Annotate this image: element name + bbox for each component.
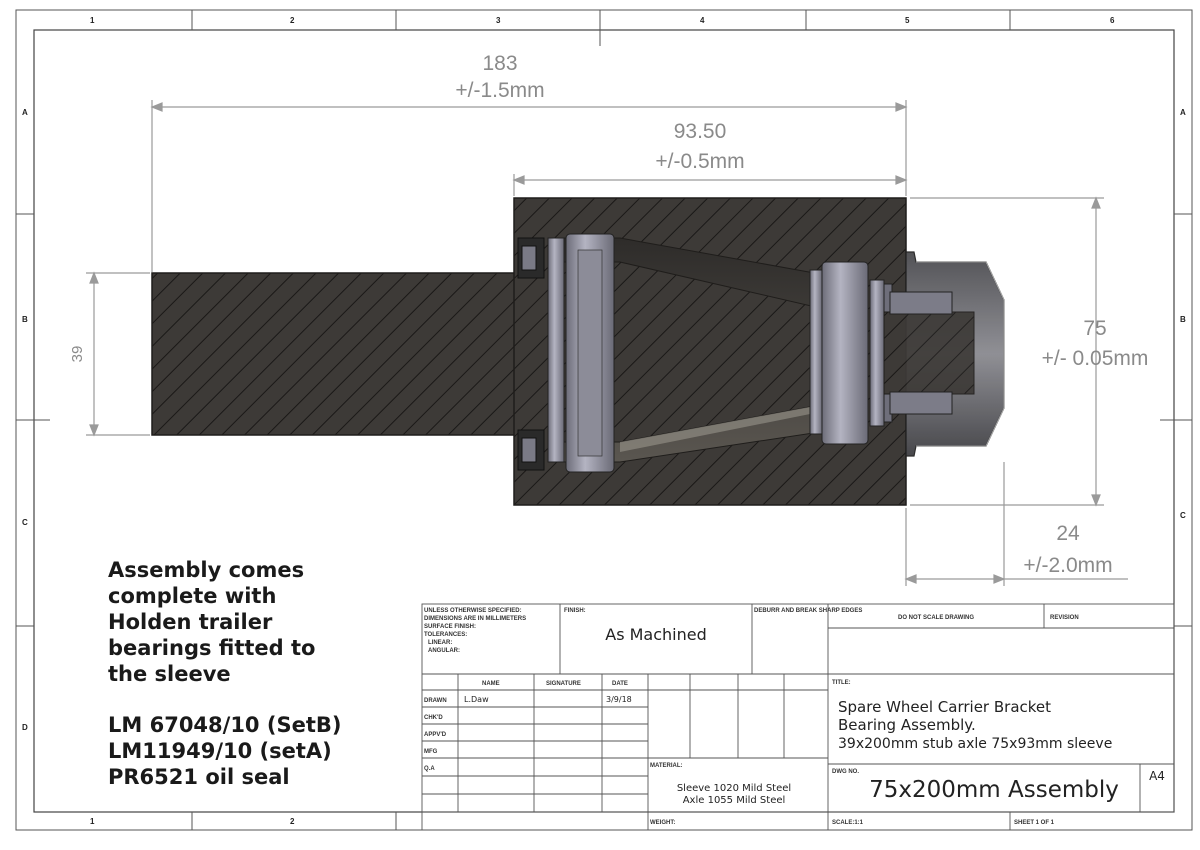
- sheet-size: A4: [1149, 769, 1165, 783]
- dim-75-value: 75: [1083, 317, 1106, 340]
- outer-bearing: [809, 261, 893, 445]
- drawn-date: 3/9/18: [606, 695, 632, 704]
- note-line-1: Assembly comes: [108, 558, 304, 582]
- part-line-3: PR6521 oil seal: [108, 765, 290, 789]
- finish-value: As Machined: [605, 625, 707, 644]
- weight-label: WEIGHT:: [650, 820, 675, 826]
- dim-183-value: 183: [482, 52, 517, 75]
- dim-93-value: 93.50: [674, 120, 727, 143]
- note-line-3: Holden trailer: [108, 610, 273, 634]
- title-label: TITLE:: [832, 680, 851, 686]
- assembly-section-view: [151, 197, 1005, 506]
- material-line-2: Axle 1055 Mild Steel: [683, 795, 786, 806]
- finish-label: FINISH:: [564, 608, 586, 614]
- general-note-5: LINEAR:: [428, 640, 452, 646]
- zone-col-1: 1: [90, 16, 95, 25]
- zone-row-a: A: [22, 108, 28, 117]
- sheet-label: SHEET 1 OF 1: [1014, 820, 1055, 826]
- title-line-1: Spare Wheel Carrier Bracket: [838, 698, 1051, 716]
- stub-axle: [151, 272, 548, 436]
- zone-col-6: 6: [1110, 16, 1115, 25]
- assembly-notes: Assembly comes complete with Holden trai…: [108, 558, 341, 789]
- title-line-2: Bearing Assembly.: [838, 716, 976, 734]
- role-approved: APPV'D: [424, 732, 447, 738]
- zone-row-a-right: A: [1180, 108, 1186, 117]
- zone-row-c: C: [22, 518, 28, 527]
- part-line-2: LM11949/10 (setA): [108, 739, 332, 763]
- header-signature: SIGNATURE: [546, 681, 581, 687]
- material-line-1: Sleeve 1020 Mild Steel: [677, 783, 791, 794]
- dim-183-tolerance: +/-1.5mm: [455, 79, 544, 102]
- general-note-2: DIMENSIONS ARE IN MILLIMETERS: [424, 616, 526, 622]
- general-note-3: SURFACE FINISH:: [424, 624, 476, 630]
- material-label: MATERIAL:: [650, 763, 683, 769]
- header-name: NAME: [482, 681, 500, 687]
- zone-row-d: D: [22, 723, 28, 732]
- zone-col-3: 3: [496, 16, 501, 25]
- role-drawn: DRAWN: [424, 698, 447, 704]
- part-line-1: LM 67048/10 (SetB): [108, 713, 341, 737]
- zone-col-2: 2: [290, 16, 295, 25]
- role-qa: Q.A: [424, 766, 435, 772]
- role-checked: CHK'D: [424, 715, 443, 721]
- dim-39-value: 39: [69, 346, 86, 363]
- zone-col-2-bottom: 2: [290, 817, 295, 826]
- zone-labels: 1 2 3 4 5 6 1 2 A B C D A B C: [22, 16, 1186, 826]
- oil-seal: [517, 237, 545, 471]
- dimension-texts: 183 +/-1.5mm 93.50 +/-0.5mm 75 +/- 0.05m…: [69, 52, 1148, 577]
- zone-row-b-right: B: [1180, 315, 1186, 324]
- header-date: DATE: [612, 681, 628, 687]
- deburr-label: DEBURR AND BREAK SHARP EDGES: [754, 608, 862, 614]
- inner-bearing: [547, 233, 615, 473]
- general-note-4: TOLERANCES:: [424, 632, 467, 638]
- scale-label: SCALE:1:1: [832, 820, 864, 826]
- revision-label: REVISION: [1050, 615, 1079, 621]
- note-line-4: bearings fitted to: [108, 636, 316, 660]
- zone-row-b: B: [22, 315, 28, 324]
- dwg-no: 75x200mm Assembly: [869, 777, 1119, 803]
- zone-col-1-bottom: 1: [90, 817, 95, 826]
- dimension-lines: [86, 100, 1128, 586]
- role-mfg: MFG: [424, 749, 438, 755]
- zone-row-c-right: C: [1180, 511, 1186, 520]
- title-block: [421, 603, 1175, 830]
- drawn-name: L.Daw: [464, 695, 489, 704]
- dim-93-tolerance: +/-0.5mm: [655, 150, 744, 173]
- note-line-2: complete with: [108, 584, 276, 608]
- title-block-text: UNLESS OTHERWISE SPECIFIED: DIMENSIONS A…: [424, 608, 1165, 826]
- dwg-no-label: DWG NO.: [832, 769, 859, 775]
- dim-75-tolerance: +/- 0.05mm: [1042, 347, 1149, 370]
- general-note-1: UNLESS OTHERWISE SPECIFIED:: [424, 608, 522, 614]
- note-line-5: the sleeve: [108, 662, 231, 686]
- general-note-6: ANGULAR:: [428, 648, 460, 654]
- zone-col-4: 4: [700, 16, 705, 25]
- do-not-scale: DO NOT SCALE DRAWING: [898, 615, 974, 621]
- zone-col-5: 5: [905, 16, 910, 25]
- dim-24-tolerance: +/-2.0mm: [1023, 554, 1112, 577]
- dim-24-value: 24: [1056, 522, 1080, 545]
- title-line-3: 39x200mm stub axle 75x93mm sleeve: [838, 736, 1112, 752]
